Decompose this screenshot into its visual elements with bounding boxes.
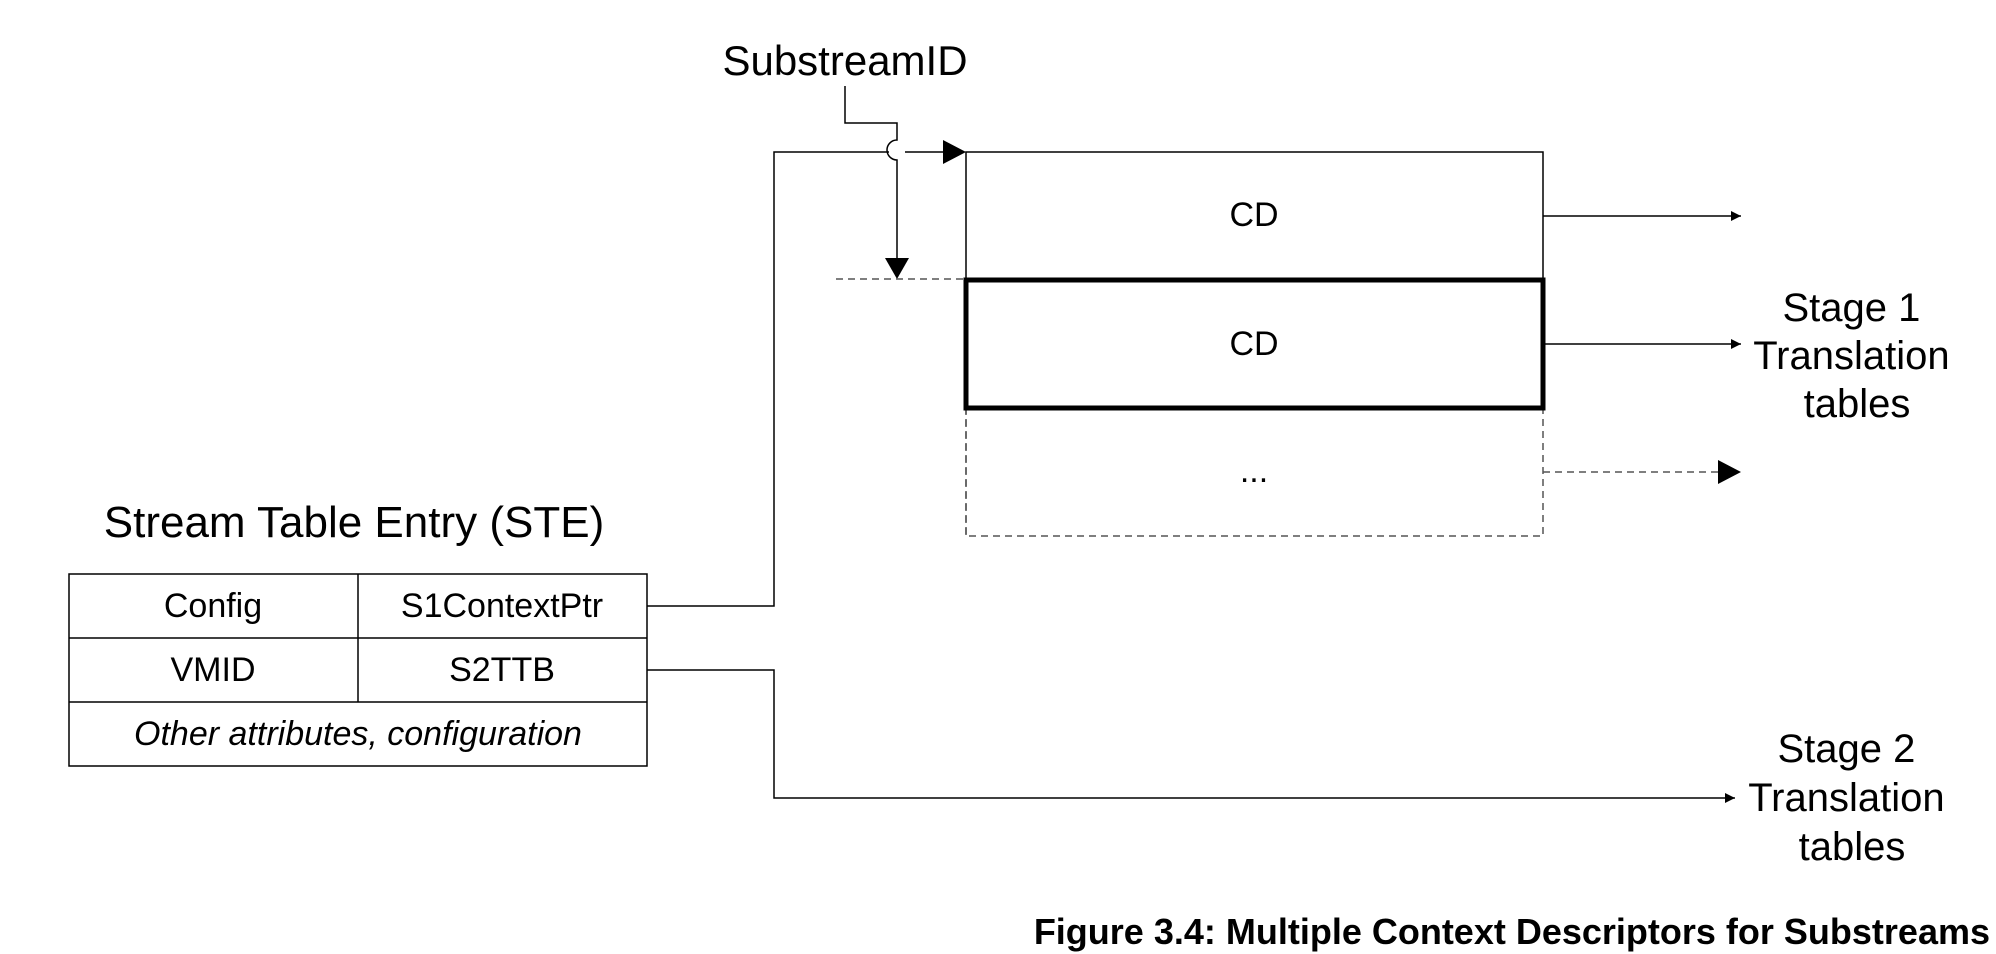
figure-caption: Figure 3.4: Multiple Context Descriptors… [1034,911,1990,952]
ste-cell-config: Config [164,587,262,625]
s2ttb-connector [647,669,1735,803]
cd-entry-1-label: CD [1229,196,1278,234]
substream-connector [844,86,898,262]
substream-id-label: SubstreamID [722,37,967,84]
stage1-label: Stage 1 Translation tables [1753,286,1961,426]
cd-entry-2-label: CD [1229,325,1278,363]
cd-entry-ellipsis-arrowhead [1718,460,1741,484]
s1contextptr-connector [647,151,945,607]
stage2-label: Stage 2 Translation tables [1748,727,1956,869]
ste-cell-vmid: VMID [171,651,256,689]
cd-entry-ellipsis-label: ... [1240,452,1268,490]
ste-cell-s2ttb: S2TTB [449,651,555,689]
ste-cell-s1contextptr: S1ContextPtr [401,587,603,625]
cd-table-arrowhead [943,140,966,164]
substream-arrowhead [885,258,909,279]
ste-title: Stream Table Entry (STE) [104,498,604,547]
ste-table [68,573,648,767]
ste-cell-other-attributes: Other attributes, configuration [134,715,582,753]
